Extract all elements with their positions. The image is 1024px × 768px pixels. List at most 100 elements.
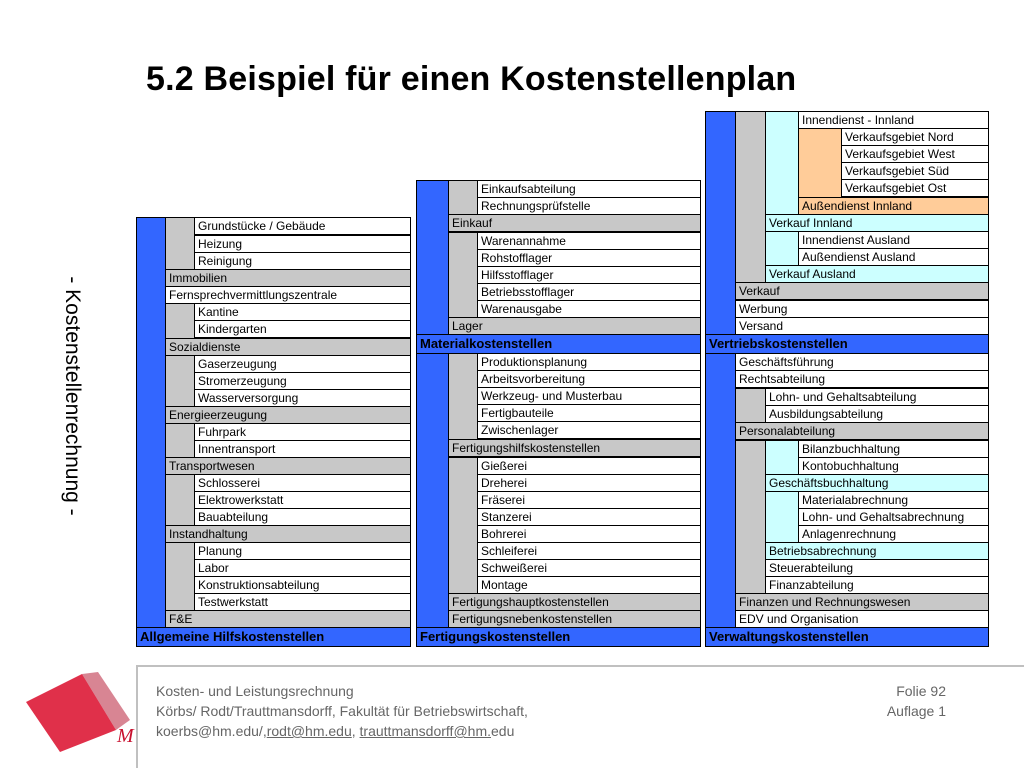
cost-center-item: Dreherei	[477, 474, 701, 492]
cost-center-group: Fertigungshilfskostenstellen	[448, 439, 701, 457]
level-bar	[136, 217, 166, 647]
cost-center-group: Fertigungshauptkostenstellen	[448, 593, 701, 611]
cost-center-item: Fertigbauteile	[477, 404, 701, 422]
cost-center-item: Konstruktionsabteilung	[194, 576, 411, 594]
email-link-rodt[interactable]: rodt@hm.edu	[266, 723, 352, 739]
cost-center-item: Fernsprechvermittlungszentrale	[165, 286, 411, 304]
cost-center-item: Verkaufsgebiet Nord	[841, 128, 989, 146]
cost-center-group: Verkauf	[735, 282, 989, 300]
side-label-text: - Kostenstellenrechnung -	[61, 276, 84, 516]
cost-center-item: Steuerabteilung	[765, 559, 989, 577]
cost-center-item: Materialabrechnung	[798, 491, 989, 509]
cost-center-item: Lohn- und Gehaltsabteilung	[765, 388, 989, 406]
cost-center-group: F&E	[165, 610, 411, 628]
cost-center-group: Lager	[448, 317, 701, 335]
cost-center-category: Allgemeine Hilfskostenstellen	[136, 627, 411, 647]
cost-center-group: Einkauf	[448, 214, 701, 232]
cost-center-item: Warenannahme	[477, 232, 701, 250]
cost-center-item: Ausbildungsabteilung	[765, 405, 989, 423]
level-bar	[705, 353, 736, 647]
cost-center-item: Versand	[735, 317, 989, 335]
cost-center-item: Werbung	[735, 300, 989, 318]
cost-center-group: Fertigungsnebenkostenstellen	[448, 610, 701, 628]
cost-center-subgroup: Verkauf Ausland	[765, 265, 989, 283]
cost-center-item: Innentransport	[194, 440, 411, 458]
cost-center-item: Schweißerei	[477, 559, 701, 577]
group-bar	[735, 388, 766, 424]
cost-center-category: Verwaltungskostenstellen	[705, 627, 989, 647]
cost-center-item: Einkaufsabteilung	[477, 180, 701, 198]
cost-center-item: Finanzabteilung	[765, 576, 989, 594]
cost-center-subgroup: Geschäftsbuchhaltung	[765, 474, 989, 492]
cost-center-item: Wasserversorgung	[194, 389, 411, 407]
cost-center-item: Zwischenlager	[477, 421, 701, 439]
cost-center-subgroup: Verkauf Innland	[765, 214, 989, 232]
cost-center-item: Rohstofflager	[477, 249, 701, 267]
group-bar	[165, 542, 195, 612]
cost-center-group: Energieerzeugung	[165, 406, 411, 424]
level-bar	[416, 180, 449, 352]
group-bar	[448, 457, 478, 595]
subgroup-bar	[765, 491, 799, 544]
page-title: 5.2 Beispiel für einen Kostenstellenplan	[146, 60, 797, 98]
cost-center-region: Außendienst Innland	[798, 197, 989, 215]
cost-center-item: Schleiferei	[477, 542, 701, 560]
cost-center-item: Warenausgabe	[477, 300, 701, 318]
cost-center-item: Montage	[477, 576, 701, 594]
cost-center-item: Bohrerei	[477, 525, 701, 543]
level-bar	[416, 353, 449, 647]
footer-divider	[136, 665, 1024, 667]
cost-center-category: Materialkostenstellen	[416, 334, 701, 354]
group-bar	[448, 180, 478, 216]
cost-center-group: Personalabteilung	[735, 422, 989, 440]
cost-center-item: Arbeitsvorbereitung	[477, 370, 701, 388]
footer-course-title: Kosten- und Leistungsrechnung	[156, 683, 354, 699]
cost-center-item: Kantine	[194, 303, 411, 321]
group-bar	[165, 217, 195, 270]
cost-center-group: Finanzen und Rechnungswesen	[735, 593, 989, 611]
cost-center-item: Geschäftsführung	[735, 353, 989, 371]
footer-authors: Körbs/ Rodt/Trauttmansdorff, Fakultät fü…	[156, 703, 528, 719]
cost-center-item: Anlagenrechnung	[798, 525, 989, 543]
svg-text:M: M	[116, 725, 135, 747]
region-bar	[798, 128, 842, 198]
cost-center-item: Werkzeug- und Musterbau	[477, 387, 701, 405]
cost-center-item: Reinigung	[194, 252, 411, 270]
group-bar	[165, 355, 195, 408]
cost-center-group: Immobilien	[165, 269, 411, 287]
cost-center-item: Testwerkstatt	[194, 593, 411, 611]
subgroup-bar	[765, 111, 799, 215]
group-bar	[165, 474, 195, 527]
subgroup-bar	[765, 231, 799, 267]
cost-center-item: Schlosserei	[194, 474, 411, 492]
cost-center-item: Hilfsstofflager	[477, 266, 701, 284]
cost-center-item: Fuhrpark	[194, 423, 411, 441]
group-bar	[735, 111, 766, 283]
cost-center-item: Außendienst Ausland	[798, 248, 989, 266]
cost-center-category: Vertriebskostenstellen	[705, 334, 989, 354]
cost-center-item: Grundstücke / Gebäude	[194, 217, 411, 235]
group-bar	[165, 423, 195, 459]
group-bar	[448, 353, 478, 441]
cost-center-item: EDV und Organisation	[735, 610, 989, 628]
email-link-trauttmansdorff[interactable]: trauttmansdorff@hm.	[359, 723, 491, 739]
cost-center-group: Transportwesen	[165, 457, 411, 475]
subgroup-bar	[765, 440, 799, 476]
cost-center-item: Rechnungsprüfstelle	[477, 197, 701, 215]
footer-emails: koerbs@hm.edu/,rodt@hm.edu, trauttmansdo…	[156, 723, 514, 739]
cost-center-group: Sozialdienste	[165, 338, 411, 356]
cost-center-subgroup: Betriebsabrechnung	[765, 542, 989, 560]
cost-center-item: Bilanzbuchhaltung	[798, 440, 989, 458]
cost-center-item: Kindergarten	[194, 320, 411, 338]
cost-center-item: Innendienst Ausland	[798, 231, 989, 249]
cost-center-group: Instandhaltung	[165, 525, 411, 543]
cost-center-item: Stanzerei	[477, 508, 701, 526]
group-bar	[735, 440, 766, 595]
cost-center-item: Fräserei	[477, 491, 701, 509]
email-tail: edu	[491, 723, 515, 739]
cost-center-item: Bauabteilung	[194, 508, 411, 526]
email-separator: ,	[351, 723, 360, 739]
cost-center-item: Gießerei	[477, 457, 701, 475]
email-plain: koerbs@hm.edu/,	[156, 723, 267, 739]
cost-center-item: Rechtsabteilung	[735, 370, 989, 388]
